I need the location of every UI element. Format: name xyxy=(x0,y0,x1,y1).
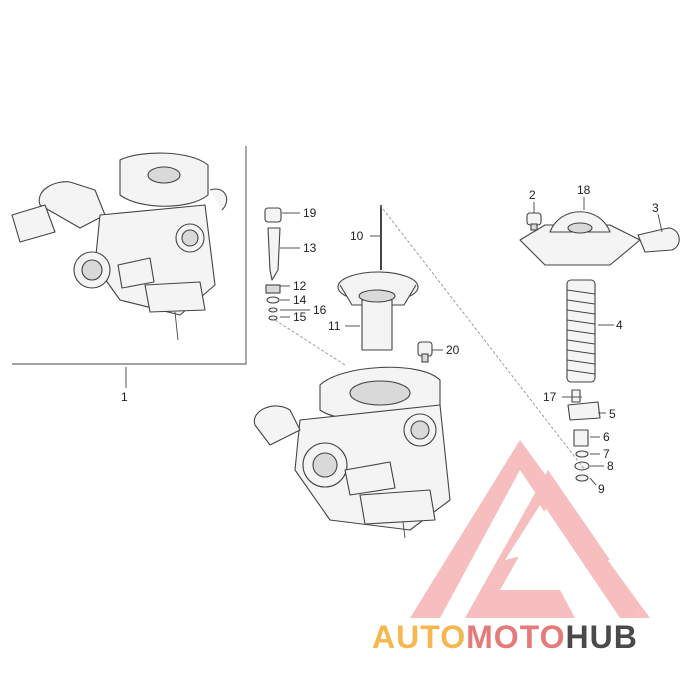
guide-line-b xyxy=(274,319,346,366)
callout-15: 15 xyxy=(293,310,307,324)
brand-hub: HUB xyxy=(565,619,637,655)
vacuum-piston-11 xyxy=(337,271,419,351)
callout-1: 1 xyxy=(121,390,128,404)
callout-8: 8 xyxy=(607,459,614,473)
callout-2: 2 xyxy=(529,188,536,202)
callout-14: 14 xyxy=(293,293,307,307)
callout-6: 6 xyxy=(603,430,610,444)
lower-stack xyxy=(567,389,601,482)
screw-20 xyxy=(417,341,433,363)
callout-17: 17 xyxy=(543,390,557,404)
spring-4 xyxy=(566,279,596,383)
logo-triangle-cut xyxy=(505,505,565,560)
callout-7: 7 xyxy=(603,447,610,461)
assembly-frame xyxy=(12,146,247,365)
carburetor-body xyxy=(253,366,451,539)
brand-moto: MOTO xyxy=(466,619,565,655)
screw-2 xyxy=(526,212,542,231)
logo-triangle-outer xyxy=(410,440,650,618)
callout-12: 12 xyxy=(293,279,307,293)
callout-11: 11 xyxy=(328,319,341,333)
callout-16: 16 xyxy=(313,303,327,317)
top-cover-18 xyxy=(519,211,641,266)
logo-triangle-inner xyxy=(465,470,610,618)
callout-20: 20 xyxy=(446,343,460,357)
callout-labels: 1 2 3 4 5 6 7 8 9 10 11 12 13 14 15 16 1… xyxy=(121,183,659,496)
callout-4: 4 xyxy=(616,318,623,332)
carburetor-assembly-1 xyxy=(11,152,228,341)
callout-3: 3 xyxy=(652,201,659,215)
callout-10: 10 xyxy=(350,229,364,243)
callout-13: 13 xyxy=(303,241,317,255)
watermark-brand: AUTOMOTOHUB xyxy=(372,619,638,655)
callout-9: 9 xyxy=(598,482,605,496)
brand-auto: AUTO xyxy=(372,619,466,655)
clamp-3 xyxy=(637,227,680,253)
callout-18: 18 xyxy=(577,183,591,197)
watermark-logo xyxy=(410,440,650,618)
jet-stack xyxy=(264,207,282,321)
callout-5: 5 xyxy=(609,407,616,421)
callout-19: 19 xyxy=(303,206,317,220)
guide-line-a xyxy=(379,204,586,471)
leader-lines xyxy=(125,197,663,486)
